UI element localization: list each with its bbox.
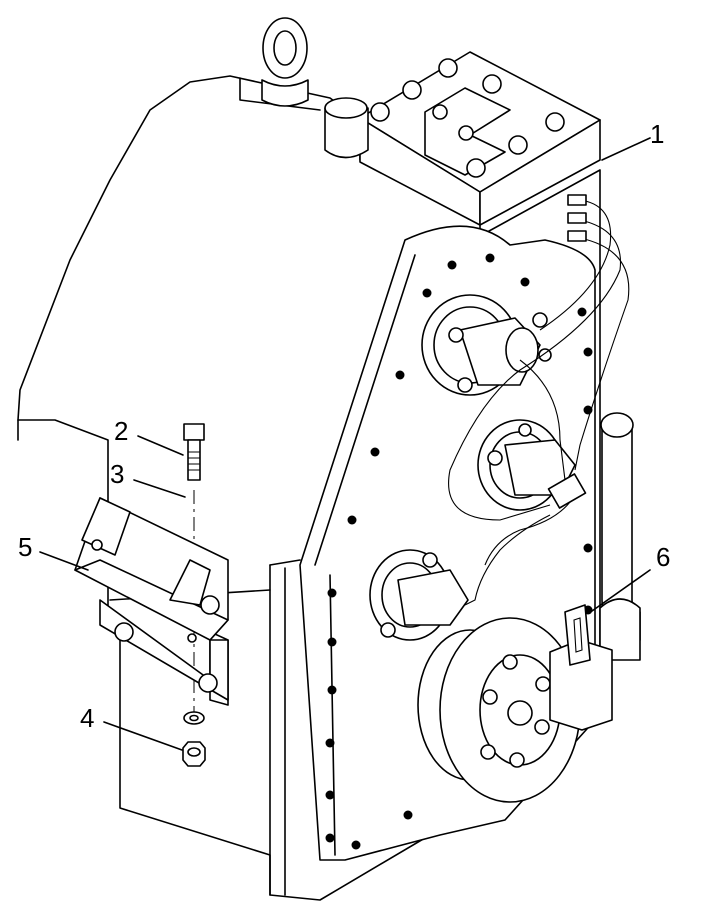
- nut: [182, 741, 206, 767]
- callout-4: 4: [80, 703, 94, 733]
- output-flange: [417, 617, 581, 803]
- lifting-eye: [261, 17, 309, 107]
- callout-5: 5: [18, 532, 32, 562]
- speed-sensor: [549, 604, 613, 731]
- middle-pump-unit: [477, 419, 576, 511]
- callout-3: 3: [110, 459, 124, 489]
- callout-6: 6: [656, 542, 670, 572]
- upper-pump-unit: [421, 294, 552, 396]
- lower-pump-unit: [369, 549, 469, 641]
- hydraulic-lines: [448, 194, 630, 606]
- washer: [183, 711, 205, 725]
- side-pipe: [599, 412, 641, 661]
- top-cover-plate: [359, 51, 601, 226]
- breather-cap: [324, 97, 369, 159]
- leader-lines: [39, 137, 651, 751]
- callout-2: 2: [114, 416, 128, 446]
- callout-1: 1: [650, 119, 664, 149]
- bolt: [183, 423, 205, 481]
- mounting-bracket: [74, 497, 229, 706]
